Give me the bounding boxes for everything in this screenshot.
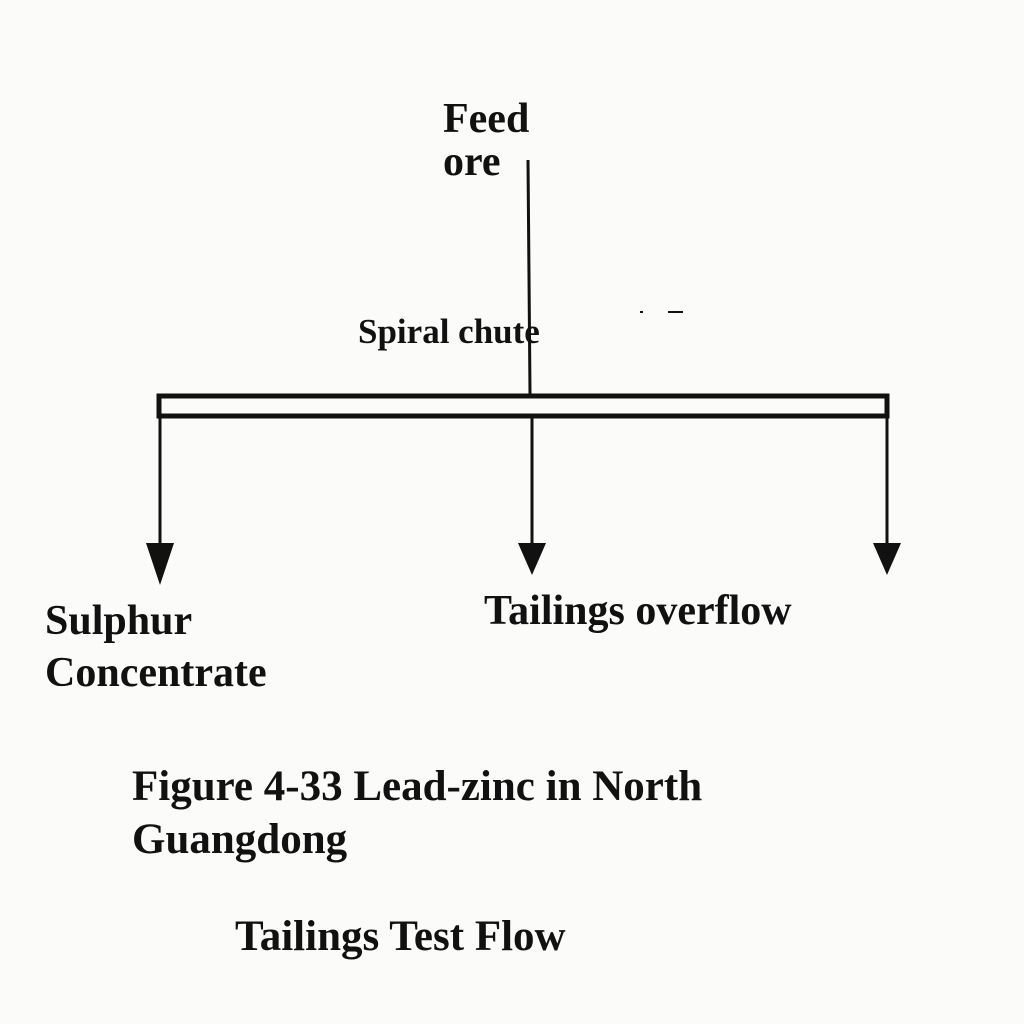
left-arrowhead [146, 543, 174, 585]
feed-line [526, 159, 532, 395]
feed-label-line-1: Feed [443, 96, 530, 142]
right-arrowhead [873, 543, 901, 575]
process-label: Spiral chute [358, 312, 540, 351]
left-output-label-line-2: Concentrate [45, 650, 267, 696]
spiral-chute-bar [156, 393, 890, 419]
caption-line-1: Figure 4-33 Lead-zinc in North [132, 763, 703, 810]
feed-label-line-2: ore [443, 139, 501, 185]
caption-line-2: Guangdong [132, 816, 348, 863]
middle-output-label: Tailings overflow [484, 588, 792, 634]
left-output-label-line-1: Sulphur [45, 598, 193, 644]
middle-arrowhead [518, 543, 546, 575]
caption-line-3: Tailings Test Flow [235, 913, 566, 960]
